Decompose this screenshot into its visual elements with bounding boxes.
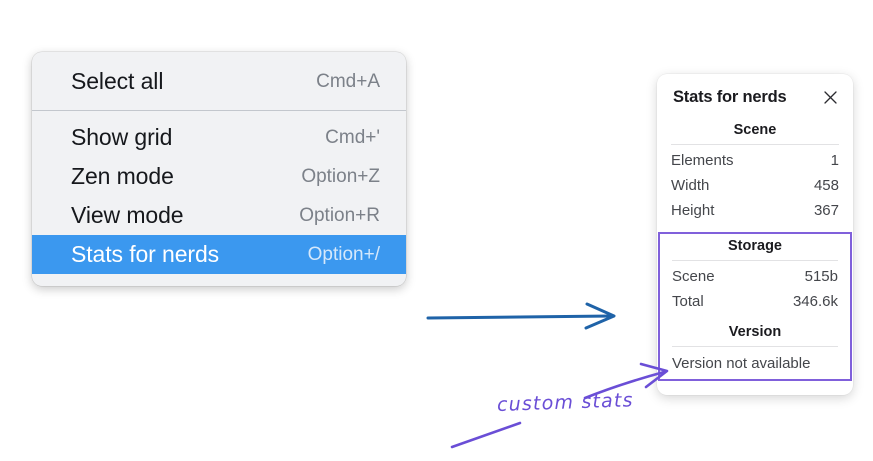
custom-stats-highlight-box: Storage Scene 515b Total 346.6k Version …: [658, 232, 852, 381]
storage-heading: Storage: [728, 238, 782, 255]
divider: [671, 144, 839, 145]
row-value: 346.6k: [792, 293, 838, 310]
row-value: 1: [830, 152, 839, 169]
row-key: Elements: [671, 152, 734, 169]
menu-item-label: View mode: [71, 202, 184, 228]
menu-item-shortcut: Option+Z: [301, 165, 380, 187]
menu-item-label: Select all: [71, 68, 164, 94]
version-heading: Version: [728, 323, 782, 340]
menu-item-label: Stats for nerds: [71, 241, 220, 267]
scene-section: Scene Elements 1 Width 458 Height 367: [657, 121, 853, 223]
menu-item-view-mode[interactable]: View mode Option+R: [32, 196, 406, 235]
menu-item-stats-for-nerds[interactable]: Stats for nerds Option+/: [32, 235, 406, 274]
menu-item-select-all[interactable]: Select all Cmd+A: [32, 62, 406, 101]
menu-separator: [32, 110, 406, 111]
menu-item-shortcut: Option+/: [307, 243, 380, 265]
menu-group-1: Select all Cmd+A: [32, 58, 406, 105]
row-key: Height: [671, 201, 715, 219]
menu-item-shortcut: Cmd+': [325, 126, 380, 148]
row-key: Total: [672, 293, 704, 310]
row-key: Width: [671, 176, 710, 194]
table-row: Width 458: [671, 174, 839, 199]
table-row: Total 346.6k: [672, 290, 838, 315]
row-key: Scene: [672, 268, 715, 286]
table-row: Elements 1: [671, 149, 839, 174]
menu-item-label: Zen mode: [71, 163, 174, 189]
row-value: 458: [813, 176, 839, 194]
underline-stroke: [450, 421, 522, 449]
row-value: 515b: [804, 268, 838, 286]
row-value: 367: [813, 201, 839, 219]
version-text: Version not available: [672, 354, 811, 372]
divider: [672, 345, 838, 347]
handwritten-annotation-label: custom stats: [496, 389, 635, 416]
table-row: Scene 515b: [672, 265, 838, 290]
menu-group-2: Show grid Cmd+' Zen mode Option+Z View m…: [32, 114, 406, 278]
menu-item-show-grid[interactable]: Show grid Cmd+': [32, 118, 406, 157]
panel-header: Stats for nerds: [657, 88, 853, 107]
panel-title: Stats for nerds: [673, 88, 787, 106]
table-row: Height 367: [671, 199, 839, 224]
context-menu[interactable]: Select all Cmd+A Show grid Cmd+' Zen mod…: [32, 52, 406, 286]
version-section: Version Version not available: [660, 315, 850, 373]
menu-item-shortcut: Cmd+A: [316, 70, 380, 92]
storage-section: Storage Scene 515b Total 346.6k: [660, 237, 850, 315]
close-icon[interactable]: [822, 89, 839, 106]
scene-heading: Scene: [733, 122, 777, 138]
menu-item-shortcut: Option+R: [299, 204, 380, 226]
stats-for-nerds-panel: Stats for nerds Scene Elements 1 Width 4…: [657, 74, 853, 395]
menu-item-zen-mode[interactable]: Zen mode Option+Z: [32, 157, 406, 196]
arrow-right-icon: [426, 302, 616, 330]
menu-item-label: Show grid: [71, 124, 173, 150]
divider: [672, 260, 838, 262]
